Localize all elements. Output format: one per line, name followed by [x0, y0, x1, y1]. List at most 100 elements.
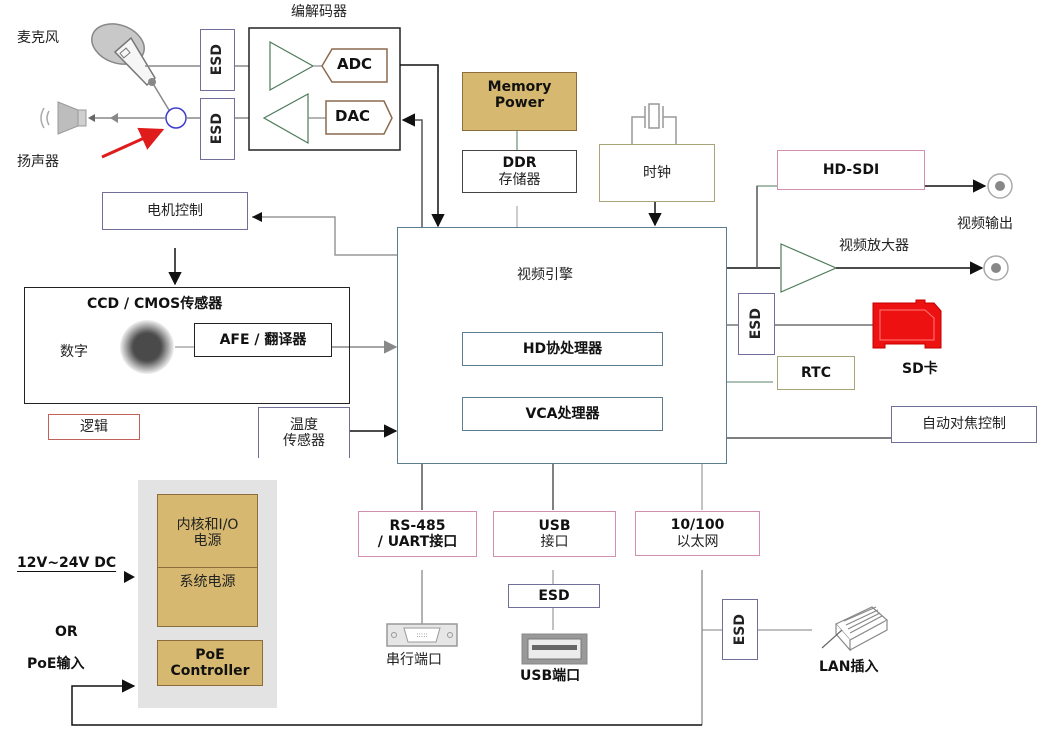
temp-sensor-line2: 传感器 [283, 433, 325, 449]
video-amplifier-label: 视频放大器 [839, 238, 909, 254]
core-io-power-block: 内核和I/O 电源 [157, 494, 258, 568]
crystal-icon [631, 103, 677, 144]
speaker-esd-block: ESD [200, 98, 235, 160]
rs485-uart-block: RS-485 / UART接口 [358, 511, 477, 557]
video-amplifier-icon [780, 243, 838, 293]
poe-controller-block: PoE Controller [157, 640, 263, 686]
usb-interface-block: USB 接口 [493, 511, 616, 557]
rtc-label: RTC [801, 364, 831, 381]
motor-control-label: 电机控制 [147, 202, 203, 219]
memory-power-line2: Power [494, 95, 545, 112]
rs485-label: RS-485 [389, 517, 446, 534]
vca-processor-block: VCA处理器 [462, 397, 663, 431]
clock-block: 时钟 [599, 144, 715, 202]
ethernet-block: 10/100 以太网 [635, 511, 760, 556]
usb-port-label: USB端口 [520, 668, 581, 684]
sd-card-label: SD卡 [902, 361, 938, 377]
speaker-esd-label: ESD [209, 113, 226, 145]
hd-coprocessor-block: HD协处理器 [462, 332, 663, 366]
system-power-block: 系统电源 [157, 567, 258, 627]
serial-port-icon: ::::: [386, 623, 458, 647]
speaker-arrow [110, 113, 118, 123]
uart-label: / UART接口 [377, 534, 458, 550]
video-output-label: 视频输出 [957, 216, 1013, 232]
engine-to-motor-wire [252, 216, 398, 256]
logic-block: 逻辑 [48, 414, 140, 440]
memory-power-line1: Memory [487, 79, 552, 95]
digital-label: 数字 [60, 344, 88, 360]
afe-label: AFE / 翻译器 [219, 331, 307, 348]
microphone-label: 麦克风 [17, 30, 59, 46]
microphone-icon [91, 23, 173, 116]
sensor-title: CCD / CMOS传感器 [87, 296, 223, 312]
temp-sensor-line1: 温度 [290, 416, 318, 433]
sd-esd-block: ESD [738, 293, 775, 355]
usb-port-icon [521, 633, 588, 665]
usb-interface-sublabel: 接口 [540, 534, 569, 550]
dc-input-arrow [124, 571, 135, 583]
usb-interface-label: USB [538, 517, 571, 534]
hdsdi-label: HD-SDI [822, 161, 880, 178]
codec-title: 编解码器 [291, 4, 347, 20]
hdsdi-block: HD-SDI [777, 150, 925, 190]
serial-port-label: 串行端口 [386, 652, 442, 668]
or-label: OR [55, 624, 78, 640]
vca-processor-label: VCA处理器 [525, 405, 600, 422]
lan-esd-block: ESD [722, 599, 758, 660]
usb-esd-block: ESD [508, 584, 600, 608]
adc-block [321, 48, 388, 83]
hd-coprocessor-label: HD协处理器 [522, 340, 603, 357]
engine-to-hdsdi-wire [756, 185, 778, 268]
audio-jack-icon [165, 107, 187, 129]
memory-power-block: Memory Power [462, 72, 577, 131]
ethernet-label: 10/100 [670, 517, 725, 534]
dac-block [325, 100, 393, 135]
afe-block: AFE / 翻译器 [194, 323, 332, 357]
lan-plug-icon [821, 606, 889, 652]
core-io-line2: 电源 [193, 533, 222, 550]
ddr-block: DDR 存储器 [462, 150, 577, 193]
speaker-arrow-small [88, 114, 95, 122]
speaker-label: 扬声器 [17, 154, 59, 170]
lens-center [133, 333, 161, 361]
system-power-label: 系统电源 [179, 574, 236, 590]
ethernet-sublabel: 以太网 [676, 533, 719, 550]
autofocus-label: 自动对焦控制 [922, 416, 1006, 433]
clock-label: 时钟 [643, 164, 671, 181]
poe-controller-line1: PoE [195, 646, 225, 663]
lan-esd-label: ESD [731, 613, 748, 646]
video-engine-title: 视频引擎 [517, 267, 573, 283]
speaker-icon [40, 101, 87, 135]
core-io-line1: 内核和I/O [176, 517, 239, 533]
usb-esd-label: ESD [538, 587, 570, 604]
annotation-arrow [101, 127, 165, 159]
adc-to-engine-wire [400, 64, 445, 228]
lan-label: LAN插入 [819, 659, 879, 675]
video-output-connector-icon-2 [983, 255, 1009, 281]
mic-esd-block: ESD [200, 29, 235, 91]
sd-card-icon [872, 299, 942, 349]
ddr-label: DDR [502, 155, 537, 172]
dc-input-label: 12V~24V DC [17, 555, 117, 571]
logic-label: 逻辑 [80, 418, 108, 435]
dac-label: DAC [335, 107, 371, 125]
temp-sensor-block: 温度 传感器 [258, 407, 350, 458]
motor-control-block: 电机控制 [102, 192, 248, 230]
sd-esd-label: ESD [748, 308, 765, 340]
video-output-connector-icon-1 [987, 173, 1013, 199]
engine-to-dac-wire [401, 113, 423, 228]
svg-text::::::: ::::: [416, 631, 428, 639]
mic-esd-label: ESD [209, 44, 226, 76]
ddr-sublabel: 存储器 [498, 171, 541, 188]
autofocus-block: 自动对焦控制 [891, 406, 1037, 443]
motor-arrow [252, 212, 262, 222]
video-engine-block [397, 227, 727, 464]
sensor-block [24, 287, 350, 404]
adc-amplifier-icon [269, 40, 315, 92]
poe-controller-line2: Controller [170, 663, 250, 679]
poe-input-label: PoE输入 [27, 656, 85, 672]
poe-return-wire [71, 679, 702, 726]
adc-label: ADC [337, 55, 373, 73]
rtc-block: RTC [777, 356, 855, 390]
